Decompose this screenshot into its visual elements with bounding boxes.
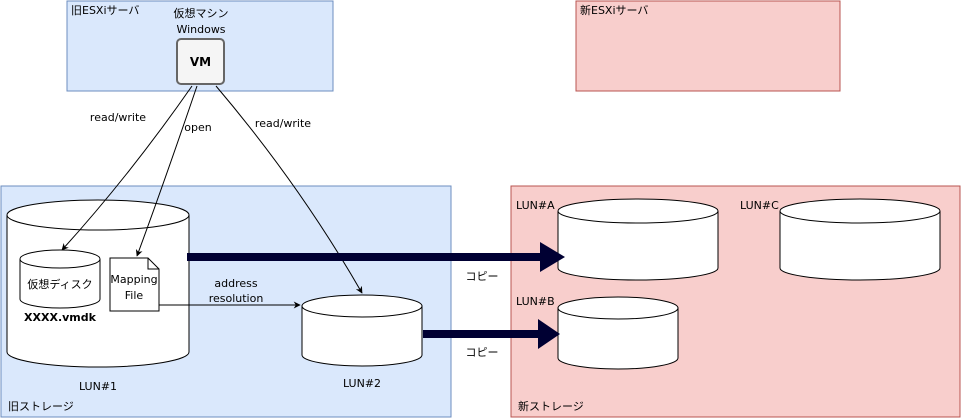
- virtual-disk-label: 仮想ディスク: [27, 277, 92, 291]
- lun-a-label: LUN#A: [516, 199, 555, 212]
- edge-vm-to-virtual-disk: [61, 85, 193, 251]
- lun-c-label: LUN#C: [740, 199, 779, 212]
- edge-label-address-line1: address: [214, 277, 257, 290]
- new-esxi-server-title: 新ESXiサーバ: [580, 3, 648, 17]
- edge-label-vm-to-lun2: read/write: [255, 117, 311, 130]
- edge-label-vm-to-virtual-disk: read/write: [90, 111, 146, 124]
- lun2-label: LUN#2: [343, 377, 381, 390]
- old-esxi-server-title: 旧ESXiサーバ: [71, 4, 139, 17]
- copy-arrow-lun1-to-lun-a: [187, 242, 565, 272]
- edge-label-address-line2: resolution: [209, 292, 264, 305]
- copy-arrow-lun2-to-lun-b: [423, 319, 560, 349]
- vm-box: [176, 38, 225, 85]
- edge-label-vm-to-mapping-file: open: [184, 121, 211, 134]
- lun-b-label: LUN#B: [516, 295, 555, 308]
- vm-caption-line1: 仮想マシン: [174, 6, 229, 20]
- lun-a-cylinder: [557, 198, 719, 281]
- edge-vm-to-mapping-file: [135, 85, 198, 257]
- vm-label: VM: [190, 55, 211, 69]
- new-esxi-server-box: [575, 0, 841, 92]
- virtual-disk-filename: XXXX.vmdk: [24, 311, 97, 324]
- copy-label-lun1-to-lun-a: コピー: [466, 270, 499, 283]
- old-storage-title: 旧ストレージ: [8, 400, 74, 413]
- lun-b-cylinder: [557, 296, 679, 370]
- vm-caption-line2: Windows: [176, 23, 225, 36]
- copy-label-lun2-to-lun-b: コピー: [466, 346, 499, 359]
- virtual-disk-cylinder: [19, 249, 101, 309]
- mapping-file-line1: Mapping: [110, 273, 157, 286]
- lun-c-cylinder: [779, 198, 941, 281]
- edge-vm-to-lun2: [215, 85, 363, 294]
- new-storage-title: 新ストレージ: [518, 399, 584, 413]
- lun1-label: LUN#1: [79, 380, 117, 393]
- lun2-cylinder: [301, 294, 423, 367]
- mapping-file-icon: [109, 257, 160, 312]
- mapping-file-line2: File: [125, 289, 144, 302]
